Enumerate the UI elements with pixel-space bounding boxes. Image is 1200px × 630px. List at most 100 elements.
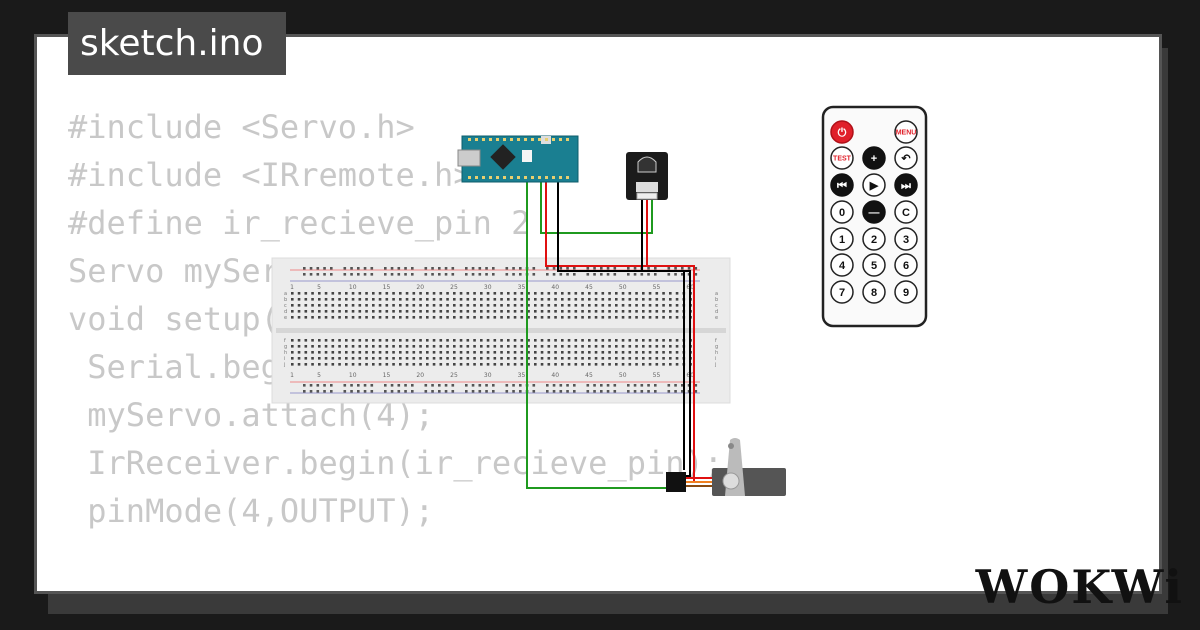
remote-button-label: 3 xyxy=(903,234,909,246)
servo-motor[interactable] xyxy=(666,438,786,496)
ir-remote[interactable]: ⏻ MENU TEST + ↶ ⏮ ▶ ⏭ 0 — C 1 2 3 4 5 6 7 8 9 xyxy=(821,105,928,328)
breadboard-holes xyxy=(291,267,698,393)
row-letter: d xyxy=(284,309,287,315)
remote-button-1[interactable]: 1 xyxy=(830,227,854,251)
row-letter: g xyxy=(715,344,718,350)
column-number: 30 xyxy=(484,372,492,379)
servo-cable xyxy=(686,477,712,487)
column-number: 45 xyxy=(585,372,593,379)
row-letter: c xyxy=(715,303,718,309)
minus-icon: — xyxy=(869,207,880,219)
nano-pins xyxy=(468,138,569,179)
back-button[interactable]: ↶ xyxy=(894,146,918,170)
column-number: 1 xyxy=(290,372,294,379)
row-letter: j xyxy=(283,362,285,368)
breadboard-divider xyxy=(276,328,726,333)
remote-button-label: 0 xyxy=(839,207,845,219)
ir-receiver[interactable] xyxy=(626,152,668,200)
remote-button-8[interactable]: 8 xyxy=(862,280,886,304)
remote-button-label: 1 xyxy=(839,234,845,246)
remote-button-label: 9 xyxy=(903,287,909,299)
column-number: 20 xyxy=(416,372,424,379)
column-number: 35 xyxy=(518,284,526,291)
servo-connector xyxy=(666,472,686,492)
remote-button-label: 8 xyxy=(871,287,877,299)
remote-button-6[interactable]: 6 xyxy=(894,253,918,277)
remote-button-menu[interactable]: MENU xyxy=(894,120,918,144)
row-letter: h xyxy=(284,350,287,356)
row-letter: d xyxy=(715,309,718,315)
power-button[interactable]: ⏻ xyxy=(830,120,854,144)
column-number: 15 xyxy=(383,284,391,291)
column-number: 10 xyxy=(349,372,357,379)
remote-button-c[interactable]: C xyxy=(894,200,918,224)
remote-button-2[interactable]: 2 xyxy=(862,227,886,251)
remote-button-test[interactable]: TEST xyxy=(830,146,854,170)
power-icon: ⏻ xyxy=(838,126,847,139)
column-number: 50 xyxy=(619,372,627,379)
wire-green-ir xyxy=(540,170,653,234)
row-letter: e xyxy=(284,315,287,321)
code-line: #define ir_recieve_pin 2 xyxy=(68,204,531,242)
column-number: 15 xyxy=(383,372,391,379)
row-letter: a xyxy=(715,291,718,297)
row-letter: i xyxy=(715,356,716,362)
plus-icon: + xyxy=(871,153,877,165)
row-letter: b xyxy=(284,297,287,303)
column-number: 25 xyxy=(450,372,458,379)
wire-black-gnd xyxy=(557,170,691,477)
column-number: 5 xyxy=(317,284,321,291)
remote-button-3[interactable]: 3 xyxy=(894,227,918,251)
previous-icon: ⏮ xyxy=(837,180,847,192)
row-letter: h xyxy=(715,350,718,356)
remote-button-7[interactable]: 7 xyxy=(830,280,854,304)
row-letter: b xyxy=(715,297,718,303)
row-letter: i xyxy=(284,356,285,362)
column-number: 40 xyxy=(551,284,559,291)
next-button[interactable]: ⏭ xyxy=(894,173,918,197)
plus-button[interactable]: + xyxy=(862,146,886,170)
row-letter: g xyxy=(284,344,287,350)
column-number: 5 xyxy=(317,372,321,379)
column-number: 10 xyxy=(349,284,357,291)
arduino-board xyxy=(461,135,579,183)
minus-button[interactable]: — xyxy=(862,200,886,224)
code-line: IrReceiver.begin(ir_recieve_pin); xyxy=(68,444,724,482)
arduino-nano[interactable] xyxy=(457,135,579,183)
column-number: 55 xyxy=(653,284,661,291)
row-letter: a xyxy=(284,291,287,297)
ir-pins xyxy=(636,192,658,200)
column-number: 1 xyxy=(290,284,294,291)
row-letter: f xyxy=(284,338,286,344)
previous-button[interactable]: ⏮ xyxy=(830,173,854,197)
remote-button-5[interactable]: 5 xyxy=(862,253,886,277)
remote-button-label: 2 xyxy=(871,234,877,246)
code-line: #include <IRremote.h> xyxy=(68,156,473,194)
file-tab[interactable]: sketch.ino xyxy=(68,12,286,75)
row-letter: f xyxy=(715,338,717,344)
wokwi-logo[interactable]: WOKWi xyxy=(975,560,1184,614)
remote-button-label: C xyxy=(902,207,910,219)
remote-button-label: 4 xyxy=(839,260,846,272)
remote-button-0[interactable]: 0 xyxy=(830,200,854,224)
remote-button-label: MENU xyxy=(896,130,917,137)
column-number: 45 xyxy=(585,284,593,291)
column-number: 40 xyxy=(551,372,559,379)
column-number: 25 xyxy=(450,284,458,291)
usb-port xyxy=(457,149,481,167)
remote-button-9[interactable]: 9 xyxy=(894,280,918,304)
remote-button-label: 6 xyxy=(903,260,909,272)
row-letter: e xyxy=(715,315,718,321)
column-number: 30 xyxy=(484,284,492,291)
remote-button-label: TEST xyxy=(833,156,852,163)
remote-button-4[interactable]: 4 xyxy=(830,253,854,277)
reset-button xyxy=(522,150,532,162)
ir-pin-block xyxy=(636,182,658,192)
play-button[interactable]: ▶ xyxy=(862,173,886,197)
row-letter: c xyxy=(284,303,287,309)
play-icon: ▶ xyxy=(869,180,879,192)
code-line: } xyxy=(68,583,723,591)
